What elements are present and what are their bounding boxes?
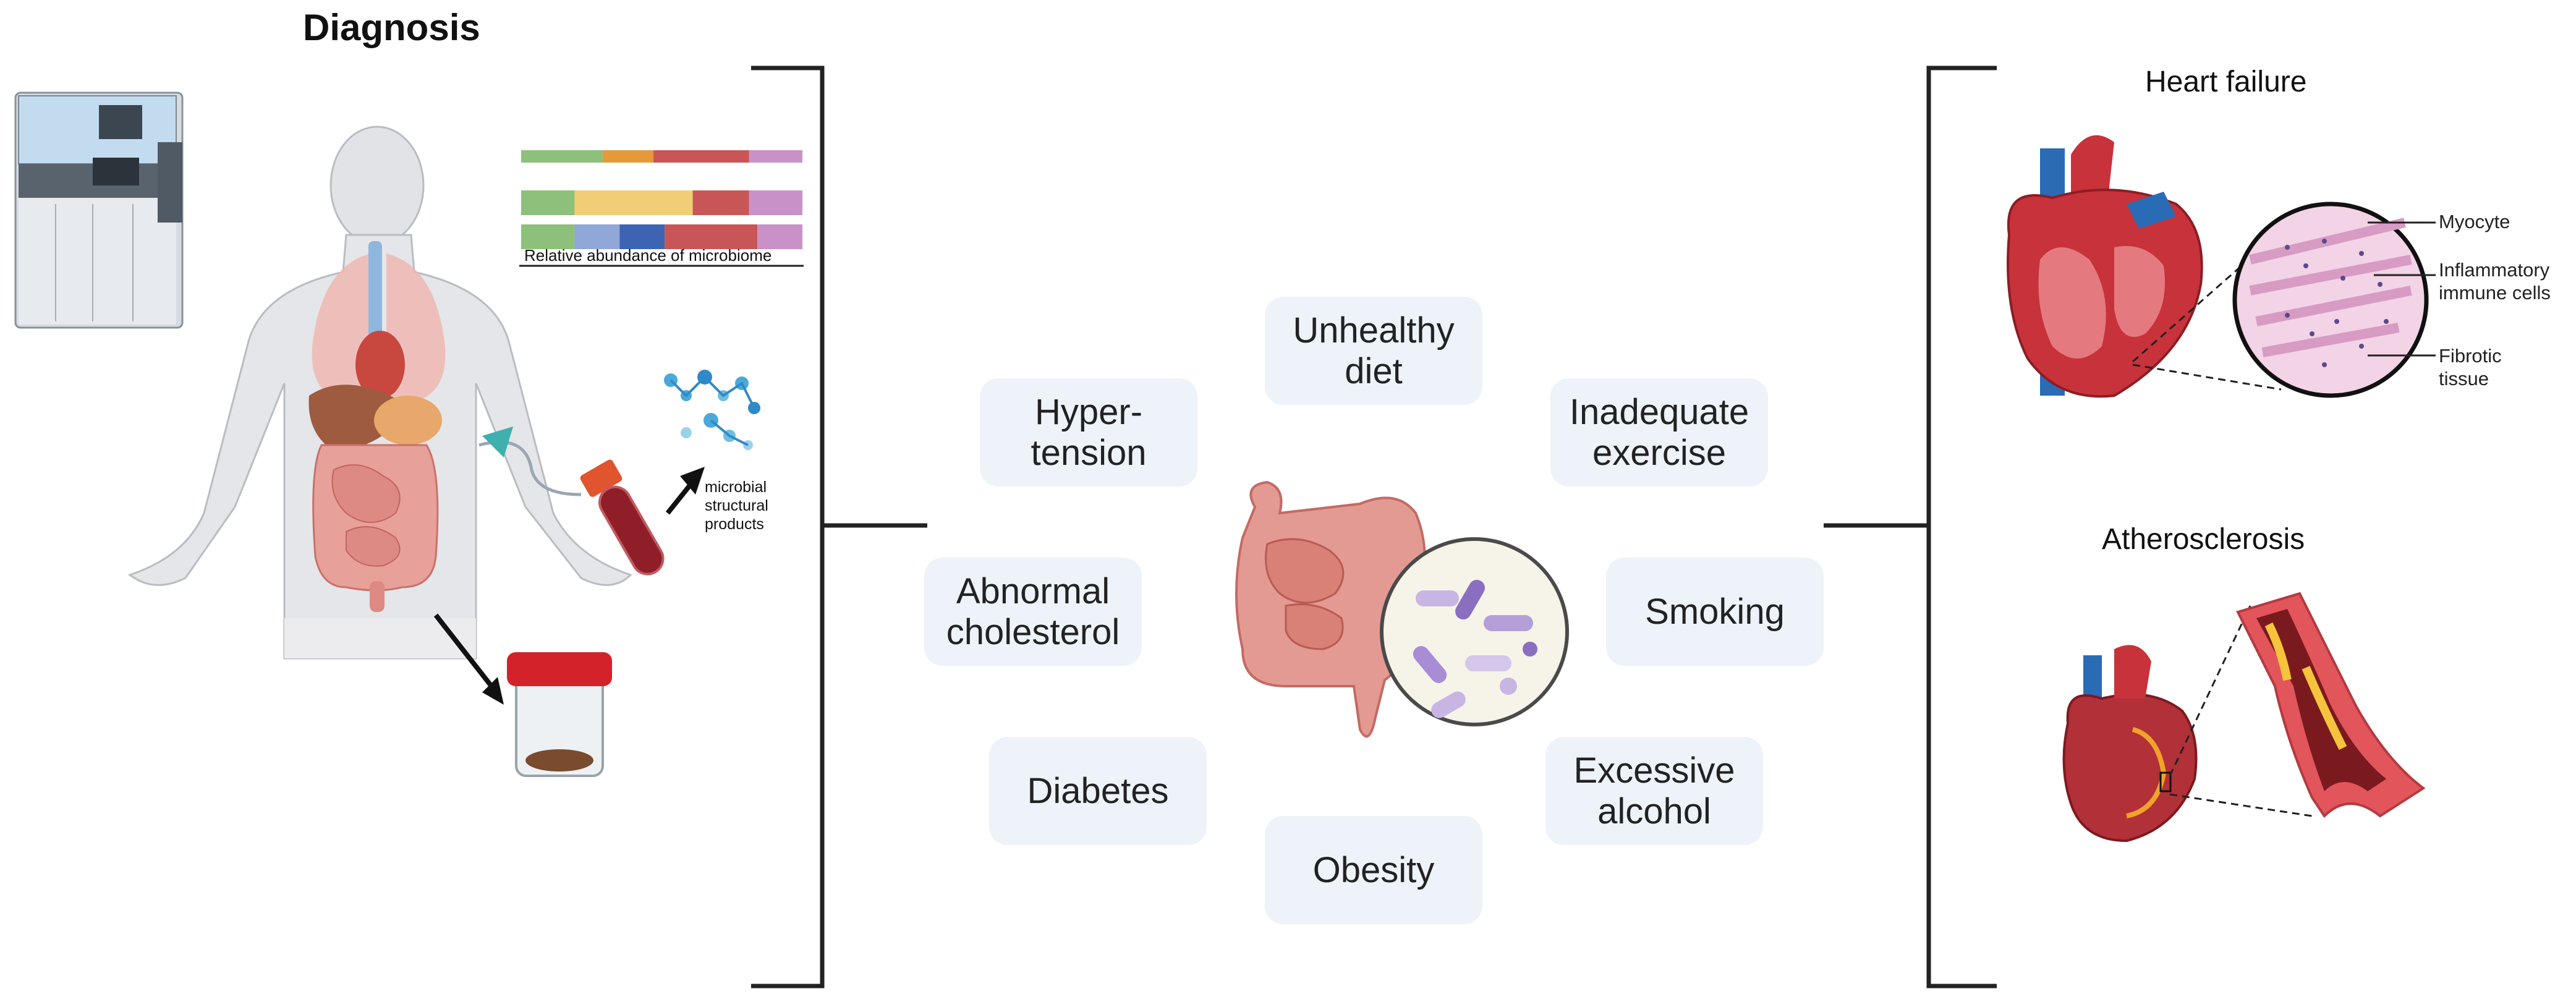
- factor-obesity-label: Obesity: [1312, 849, 1435, 890]
- factor-excessive-alcohol-label: Excessive alcohol: [1573, 750, 1735, 831]
- analyzer-machine-icon: [14, 91, 184, 329]
- factor-abnormal-cholesterol-label: Abnormal cholesterol: [946, 571, 1120, 652]
- abundance-segment: [602, 150, 653, 163]
- abundance-segment: [749, 150, 802, 163]
- atherosclerosis-heart-icon: [2062, 605, 2313, 843]
- factor-smoking-label: Smoking: [1645, 591, 1785, 632]
- factor-diabetes-label: Diabetes: [1027, 770, 1169, 811]
- abundance-segment: [574, 224, 620, 249]
- human-body-icon: [127, 125, 632, 660]
- abundance-segment: [749, 190, 802, 215]
- immune-cells-label: Inflammatory immune cells: [2439, 259, 2551, 304]
- factor-hypertension: Hyper- tension: [980, 378, 1197, 487]
- factor-abnormal-cholesterol: Abnormal cholesterol: [924, 558, 1142, 666]
- microbial-products-label: microbial structural products: [705, 478, 768, 533]
- abundance-segment: [653, 150, 749, 163]
- factor-unhealthy-diet: Unhealthy diet: [1265, 297, 1482, 405]
- abundance-segment: [757, 224, 802, 249]
- atherosclerosis-title: Atherosclerosis: [2102, 523, 2305, 556]
- factor-obesity: Obesity: [1265, 816, 1482, 924]
- factor-unhealthy-diet-label: Unhealthy diet: [1293, 310, 1455, 391]
- factor-smoking: Smoking: [1606, 558, 1824, 666]
- abundance-segment: [521, 224, 575, 249]
- factor-excessive-alcohol: Excessive alcohol: [1545, 737, 1763, 845]
- abundance-segment: [574, 190, 693, 215]
- fibrotic-tissue-label: Fibrotic tissue: [2439, 345, 2502, 389]
- abundance-label: Relative abundance of microbiome: [524, 246, 772, 265]
- factor-hypertension-label: Hyper- tension: [1031, 391, 1147, 473]
- abundance-segment: [619, 224, 665, 249]
- gut-microbiome-icon: [1235, 480, 1569, 738]
- histology-circle-icon: [2232, 202, 2429, 398]
- right-bracket: [1926, 66, 1997, 988]
- factor-inadequate-exercise-label: Inadequate exercise: [1569, 391, 1749, 473]
- stool-sample-icon: [433, 613, 612, 777]
- factor-diabetes: Diabetes: [989, 737, 1207, 845]
- abundance-chart: [521, 150, 802, 249]
- abundance-segment: [521, 150, 603, 163]
- artery-plaque-icon: [2236, 592, 2426, 818]
- abundance-segment: [521, 190, 575, 215]
- blood-tube-icon: [478, 427, 705, 576]
- abundance-segment: [665, 224, 758, 249]
- abundance-segment: [692, 190, 749, 215]
- microbial-molecules-icon: [664, 370, 760, 450]
- heart-failure-title: Heart failure: [2145, 66, 2307, 98]
- factor-inadequate-exercise: Inadequate exercise: [1550, 378, 1768, 487]
- diagnosis-title: Diagnosis: [303, 7, 480, 48]
- heart-failure-heart-icon: [2007, 135, 2282, 398]
- myocyte-label: Myocyte: [2439, 211, 2510, 232]
